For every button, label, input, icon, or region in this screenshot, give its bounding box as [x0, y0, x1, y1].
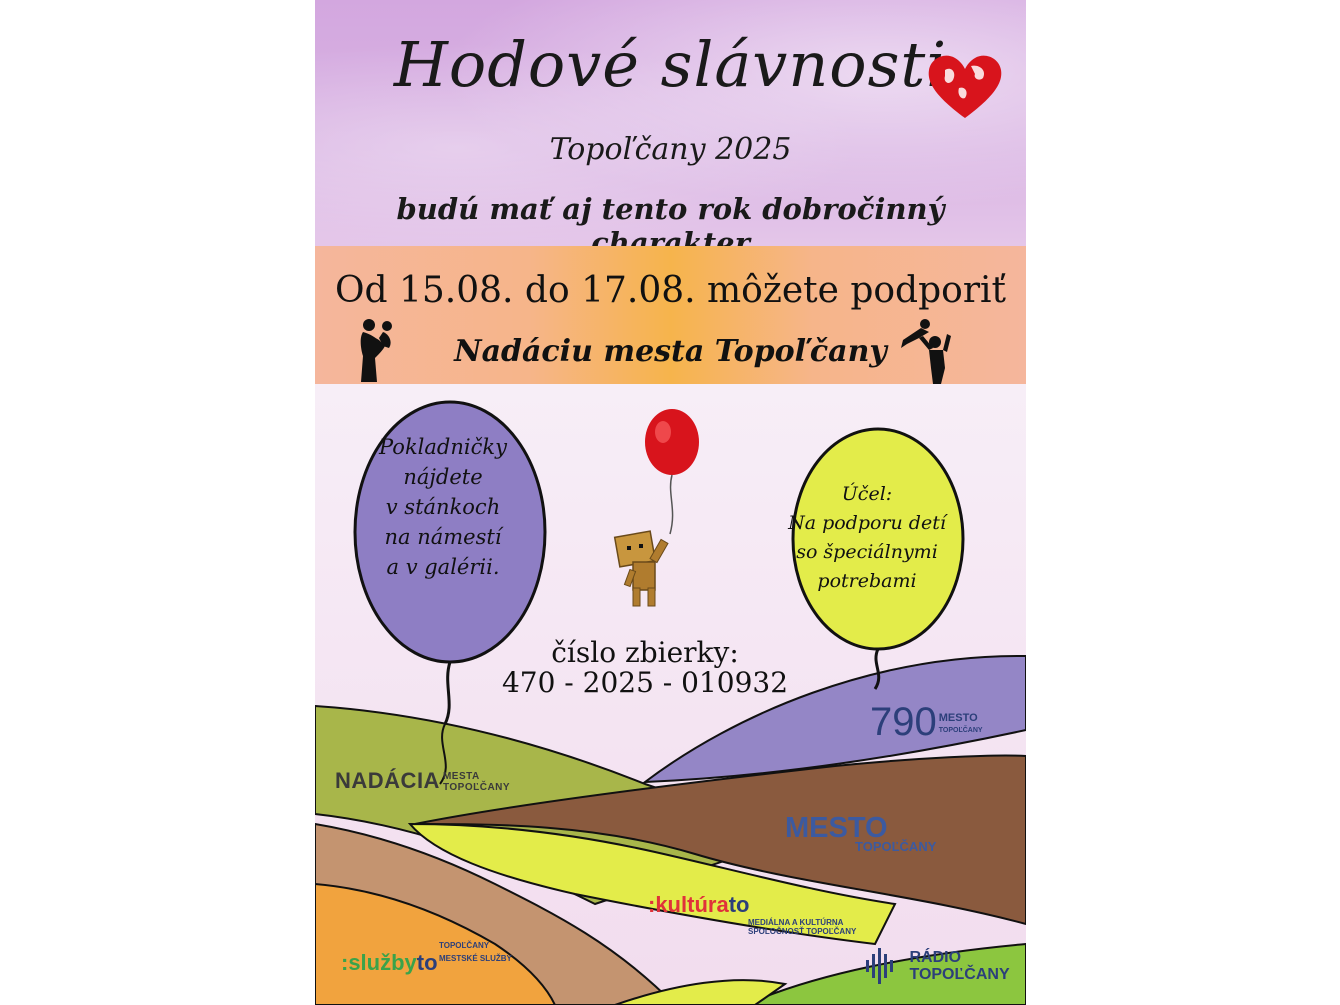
- poster-subtitle: Topoľčany 2025: [549, 132, 792, 167]
- right-balloon-string: [873, 648, 881, 690]
- collection-number: 470 - 2025 - 010932: [501, 666, 789, 699]
- left-balloon-text: Pokladničky nájdete v stánkoch na námest…: [379, 435, 507, 579]
- mesto-topolcany-logo: MESTO TOPOĽČANY: [785, 812, 937, 854]
- left-balloon-string: [443, 661, 452, 725]
- poster: Hodové slávnosti Topoľčany 2025 budú mať…: [315, 0, 1026, 1005]
- father-child-silhouette-icon: [901, 319, 951, 384]
- poster-tagline: budú mať aj tento rok dobročinný charakt…: [396, 192, 945, 260]
- support-dates-text: Od 15.08. do 17.08. môžete podporiť: [334, 270, 1007, 311]
- cardboard-robot-icon: [613, 530, 669, 607]
- mother-child-silhouette-icon: [360, 319, 392, 382]
- orange-hill: [315, 882, 557, 1005]
- yellow-band: [407, 822, 897, 946]
- header-background: [315, 0, 1026, 246]
- poster-title: Hodové slávnosti: [393, 28, 948, 101]
- heart-globe-icon: [928, 55, 1002, 118]
- sound-wave-icon: [866, 948, 893, 984]
- right-balloon-text: Účel: Na podporu detí so špeciálnymi pot…: [788, 483, 946, 592]
- foundation-name-text: Nadáciu mesta Topoľčany: [454, 334, 887, 369]
- collection-label: číslo zbierky:: [551, 636, 739, 669]
- brown-hill: [414, 754, 1026, 926]
- orange-band: [315, 246, 1026, 384]
- bottom-yellow-strip: [614, 979, 788, 1005]
- red-balloon: [645, 409, 699, 475]
- landscape-art: [315, 400, 1026, 1005]
- kulturato-logo: :kultúrato MEDIÁLNA A KULTÚRNA SPOLOČNOS…: [648, 892, 857, 936]
